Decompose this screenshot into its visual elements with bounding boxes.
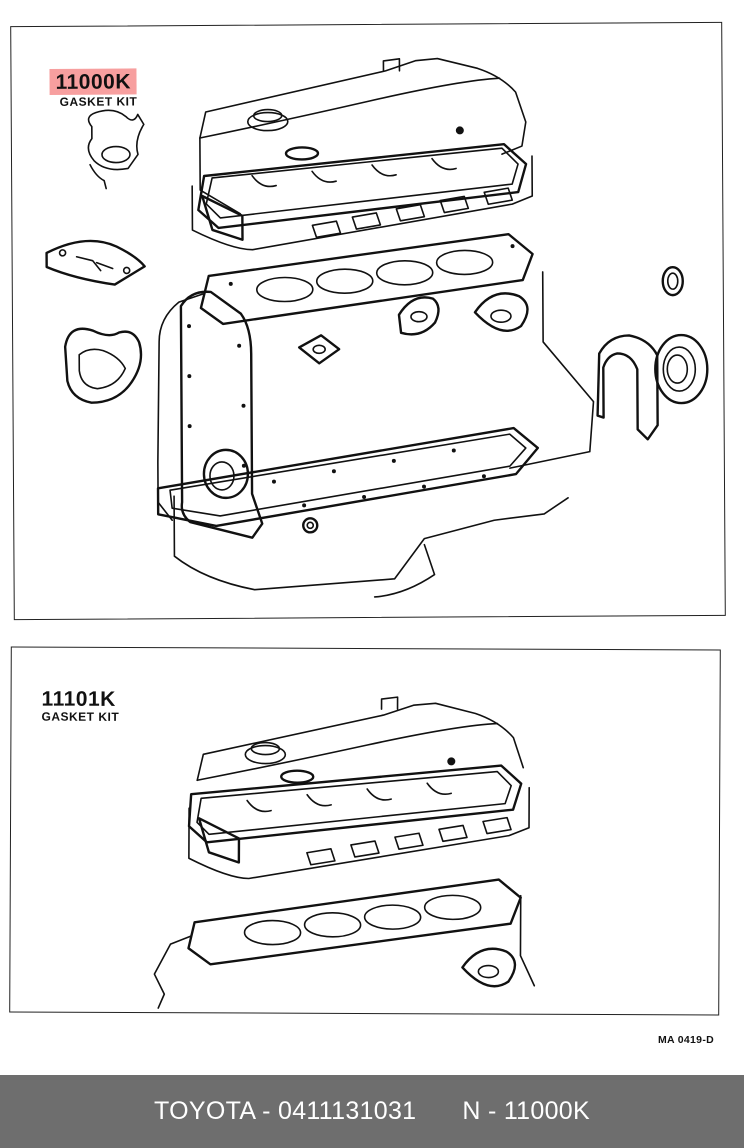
cylinder-head-cover <box>199 58 526 214</box>
fuel-pump-gasket <box>299 335 339 363</box>
thermostat-gasket <box>399 297 439 334</box>
cylinder-head <box>192 156 533 250</box>
drain-plug-gasket <box>303 518 317 532</box>
engine-exploded-view-drawing <box>11 23 725 619</box>
cylinder-head-gasket <box>200 234 533 324</box>
diagram-reference-code: MA 0419-D <box>658 1034 714 1046</box>
manifold-gasket-left <box>47 241 145 285</box>
water-outlet-gasket <box>88 110 144 189</box>
head-gasket-kit-drawing <box>10 647 720 1014</box>
cylinder-head-cover <box>197 696 523 781</box>
part-info-footer: TOYOTA - 0411131031 N - 11000K <box>0 1075 744 1148</box>
engine-block-edge <box>154 894 534 1010</box>
brand-part-number: TOYOTA - 0411131031 <box>154 1097 417 1125</box>
rear-oil-seal <box>655 335 707 403</box>
cylinder-head <box>189 786 529 879</box>
water-pump-gasket <box>65 328 141 402</box>
cylinder-head-gasket <box>188 878 520 965</box>
rear-oil-seal-retainer-gasket <box>597 335 658 439</box>
diagram-panel-kit-11101k: 11101K GASKET KIT <box>9 646 721 1016</box>
diagram-panel-kit-11000k: 11000K GASKET KIT <box>10 21 726 621</box>
head-cover-gasket <box>189 764 521 843</box>
water-inlet-gasket <box>462 949 515 987</box>
small-oil-seal <box>663 267 683 295</box>
water-inlet-gasket <box>475 293 528 331</box>
timing-cover-gasket <box>180 291 262 538</box>
catalog-reference: N - 11000K <box>462 1097 590 1125</box>
head-cover-gasket <box>198 144 526 228</box>
engine-block <box>157 272 595 599</box>
oil-pan-gasket <box>158 428 539 526</box>
